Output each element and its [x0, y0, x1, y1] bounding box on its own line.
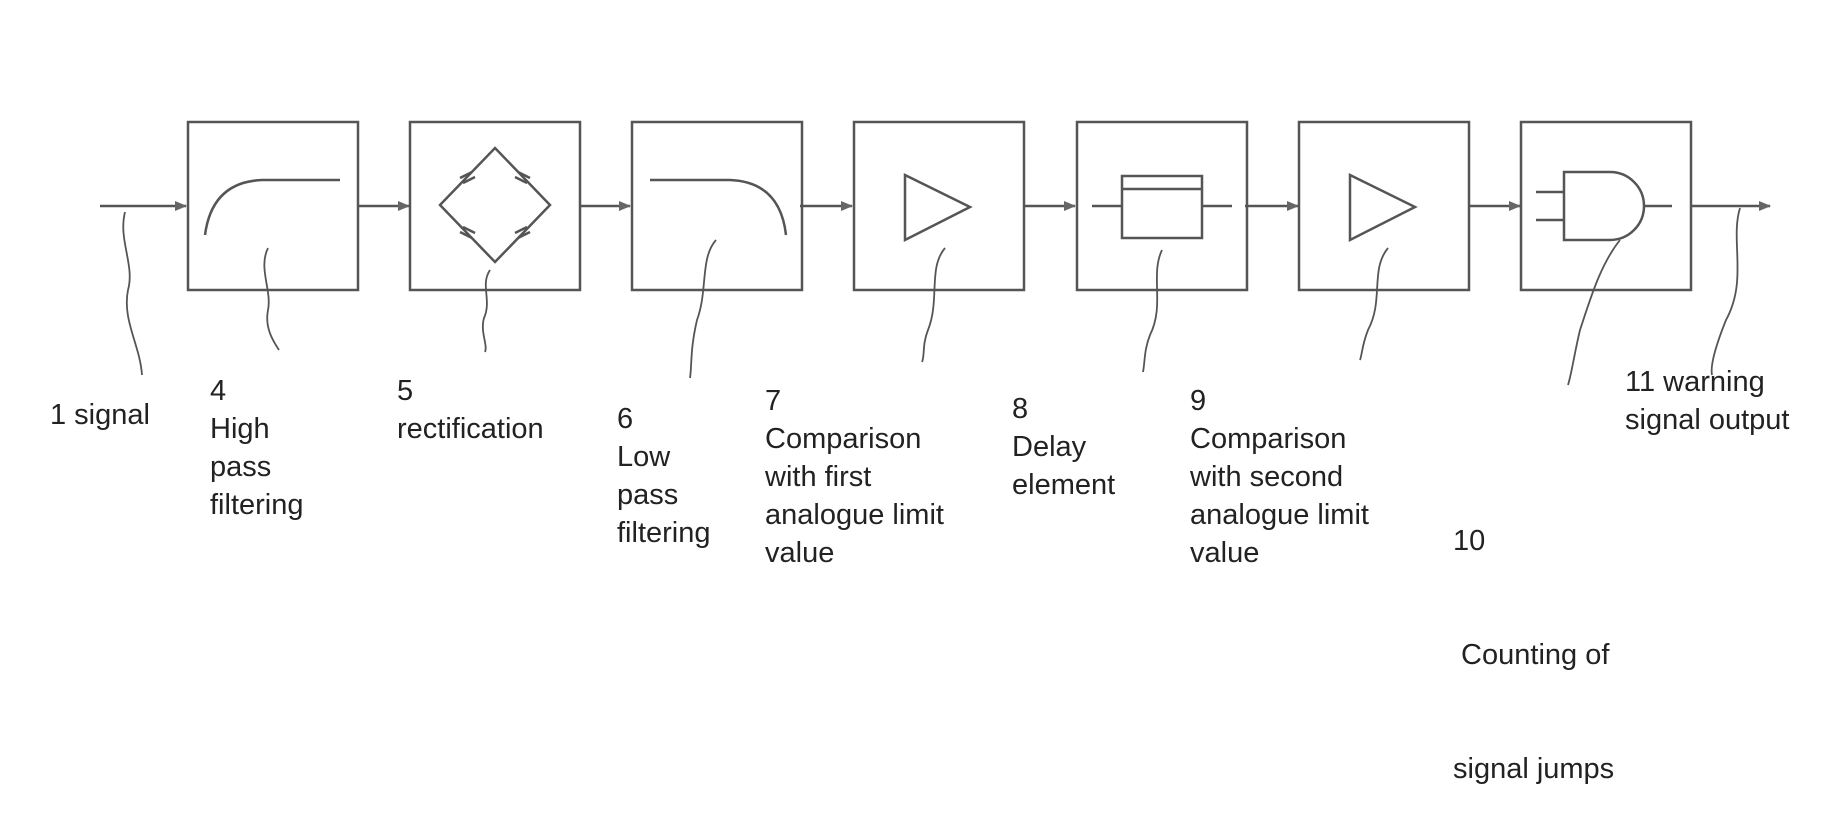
comparator-triangle-icon [905, 175, 970, 240]
label-counting: 10 Counting of signal jumps [1453, 446, 1614, 826]
and-gate-icon [1536, 172, 1672, 240]
delay-element-icon [1092, 176, 1232, 238]
label-warning: 11 warning signal output [1625, 363, 1789, 439]
leader-line [264, 248, 279, 350]
low-pass-curve-icon [650, 180, 786, 235]
leader-line [690, 240, 716, 378]
leader-line [1360, 248, 1388, 360]
rectifier-bridge-icon [440, 148, 550, 262]
leader-line [123, 212, 142, 375]
comparator-triangle-icon [1350, 175, 1415, 240]
label-signal: 1 signal [50, 396, 150, 434]
leader-line [922, 248, 945, 362]
high-pass-curve-icon [205, 180, 340, 235]
label-rectification: 5 rectification [397, 372, 544, 448]
comparison-first-box [854, 122, 1024, 290]
comparison-second-box [1299, 122, 1469, 290]
label-high-pass: 4 High pass filtering [210, 372, 304, 524]
label-comparison-first: 7 Comparison with first analogue limit v… [765, 382, 944, 572]
leader-line [1568, 240, 1620, 385]
label-delay: 8 Delay element [1012, 390, 1115, 504]
leader-line [1143, 250, 1162, 372]
label-low-pass: 6 Low pass filtering [617, 400, 711, 552]
leader-line [483, 270, 490, 352]
label-comparison-second: 9 Comparison with second analogue limit … [1190, 382, 1369, 572]
leader-line [1712, 208, 1740, 375]
